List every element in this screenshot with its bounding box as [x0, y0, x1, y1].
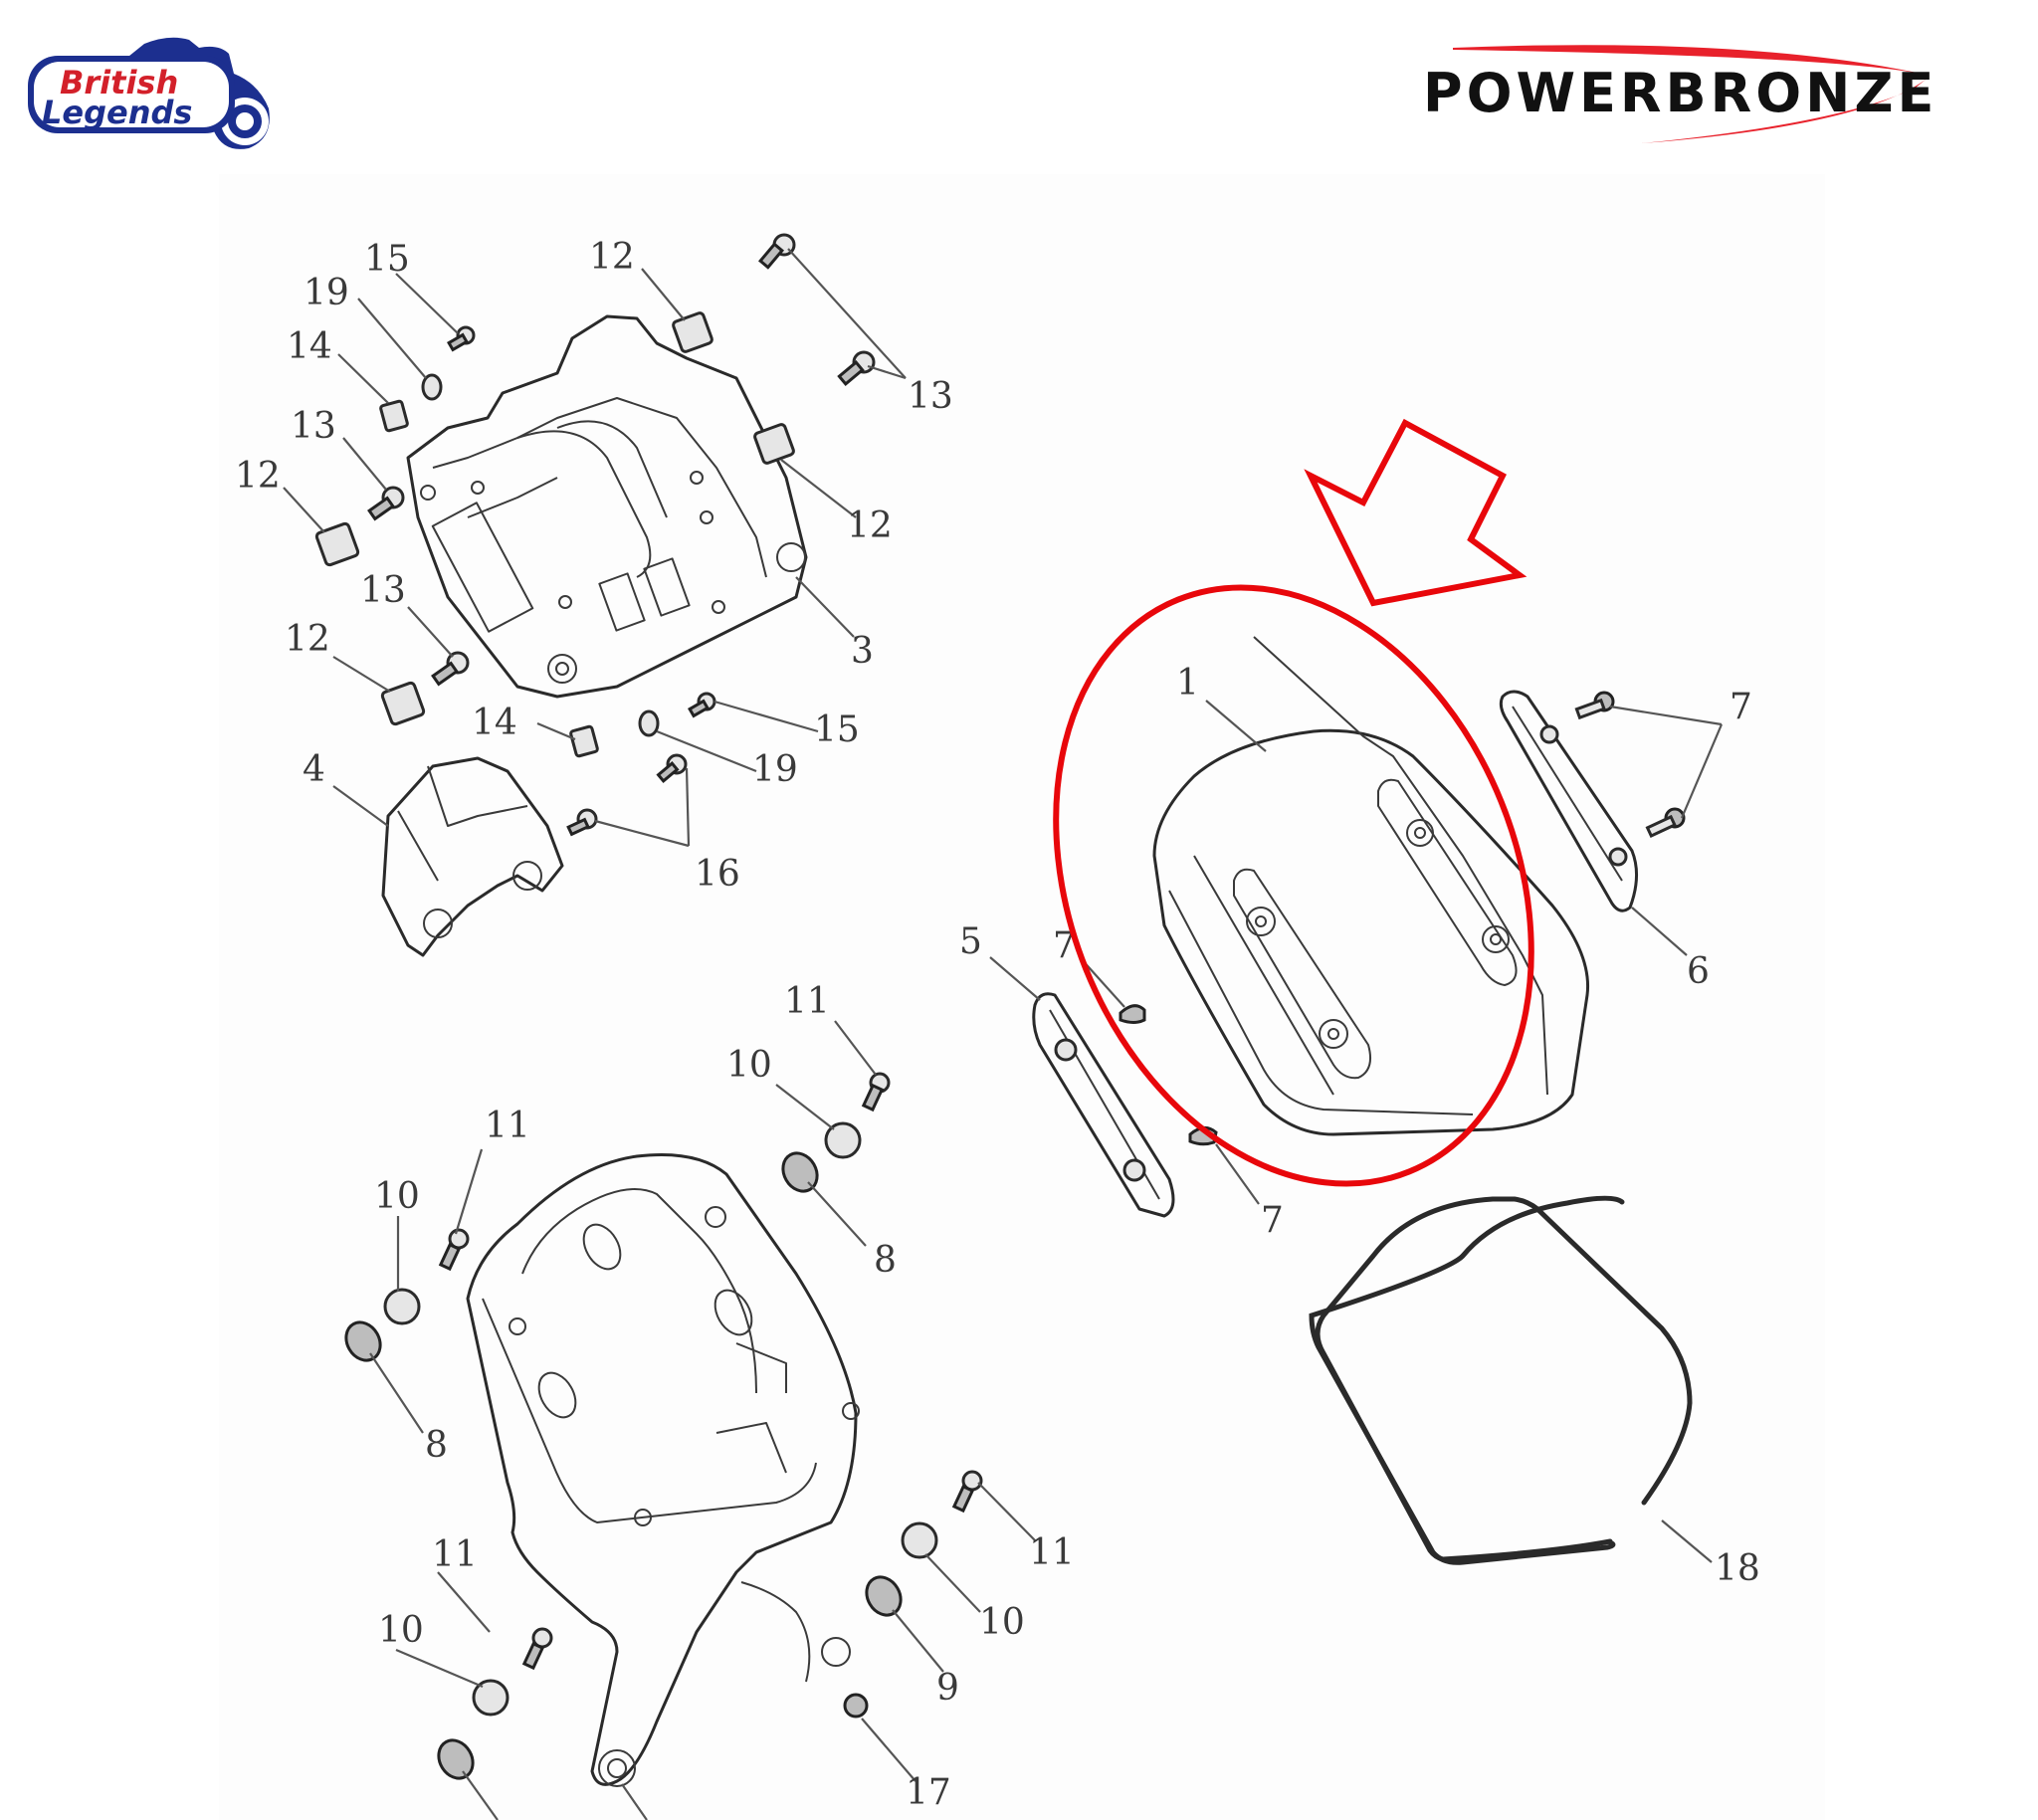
callout-label: 12 — [589, 237, 635, 278]
callout-label: 12 — [235, 456, 281, 497]
highlight-ellipse — [1053, 584, 1534, 1187]
powerbronze-logo[interactable]: POWERBRONZE — [1413, 36, 2030, 145]
part-5-trim-strip-left[interactable] — [1032, 992, 1175, 1218]
part-3-upper-bracket[interactable] — [406, 314, 808, 699]
callout-label: 19 — [752, 749, 798, 790]
callout-label: 1 — [1176, 663, 1199, 704]
callout-label: 6 — [1687, 951, 1710, 992]
callout-label: 16 — [695, 854, 740, 895]
callout-label: 9 — [936, 1668, 959, 1709]
callout-label: 11 — [1029, 1532, 1075, 1573]
callout-label: 7 — [1730, 687, 1752, 727]
lower-bracket-frame[interactable] — [466, 1152, 860, 1787]
callout-label: 10 — [378, 1610, 424, 1651]
callout-label: 14 — [472, 703, 517, 743]
british-legends-logo[interactable]: British Legends — [20, 14, 279, 153]
callout-label: 13 — [360, 570, 406, 611]
callout-label: 11 — [432, 1534, 478, 1575]
callout-label: 13 — [291, 406, 336, 447]
callout-label: 8 — [425, 1425, 448, 1466]
callout-label: 8 — [874, 1240, 897, 1281]
callout-label: 17 — [906, 1772, 951, 1813]
callout-label: 11 — [784, 981, 830, 1022]
leader-lines — [283, 248, 1724, 1820]
callout-label: 15 — [814, 709, 860, 750]
callout-label: 12 — [847, 506, 893, 546]
part-7-screws[interactable] — [1119, 691, 1686, 1146]
callout-label: 10 — [726, 1045, 772, 1086]
part-4-cover[interactable] — [381, 756, 564, 957]
hardware-lower[interactable] — [339, 1072, 983, 1784]
highlight-arrow-icon — [1304, 418, 1528, 607]
red-swoosh-icon — [1453, 45, 1931, 76]
callout-label: 3 — [851, 631, 874, 672]
callout-label: 13 — [908, 376, 953, 417]
callout-label: 4 — [303, 749, 325, 790]
motorcycle-silhouette-icon: British Legends — [28, 37, 270, 149]
callout-label: 7 — [1261, 1200, 1284, 1241]
callout-label: 19 — [304, 273, 349, 313]
part-18-edge-seal-outline — [1315, 1196, 1693, 1562]
callout-label: 10 — [374, 1176, 420, 1217]
logo-text-legends: Legends — [42, 94, 192, 131]
logo-text-british: British — [60, 64, 178, 101]
callout-label: 11 — [485, 1106, 530, 1146]
callout-labels: 15 19 14 13 12 13 12 12 13 12 3 14 15 19… — [235, 237, 1760, 1813]
callout-label: 14 — [287, 326, 332, 367]
part-18-edge-seal[interactable] — [1309, 1195, 1682, 1565]
callout-label: 15 — [364, 239, 410, 280]
diagram-panel — [219, 174, 1825, 1820]
logo-text-powerbronze: POWERBRONZE — [1423, 62, 1937, 124]
callout-label: 7 — [1053, 925, 1076, 966]
callout-label: 5 — [959, 921, 982, 962]
part-6-trim-strip-right[interactable] — [1499, 690, 1638, 912]
hardware-upper[interactable] — [314, 233, 876, 837]
callout-label: 12 — [285, 619, 330, 660]
part-1-fly-screen[interactable] — [1152, 636, 1590, 1136]
callout-label: 10 — [979, 1602, 1025, 1643]
callout-label: 18 — [1715, 1548, 1760, 1589]
